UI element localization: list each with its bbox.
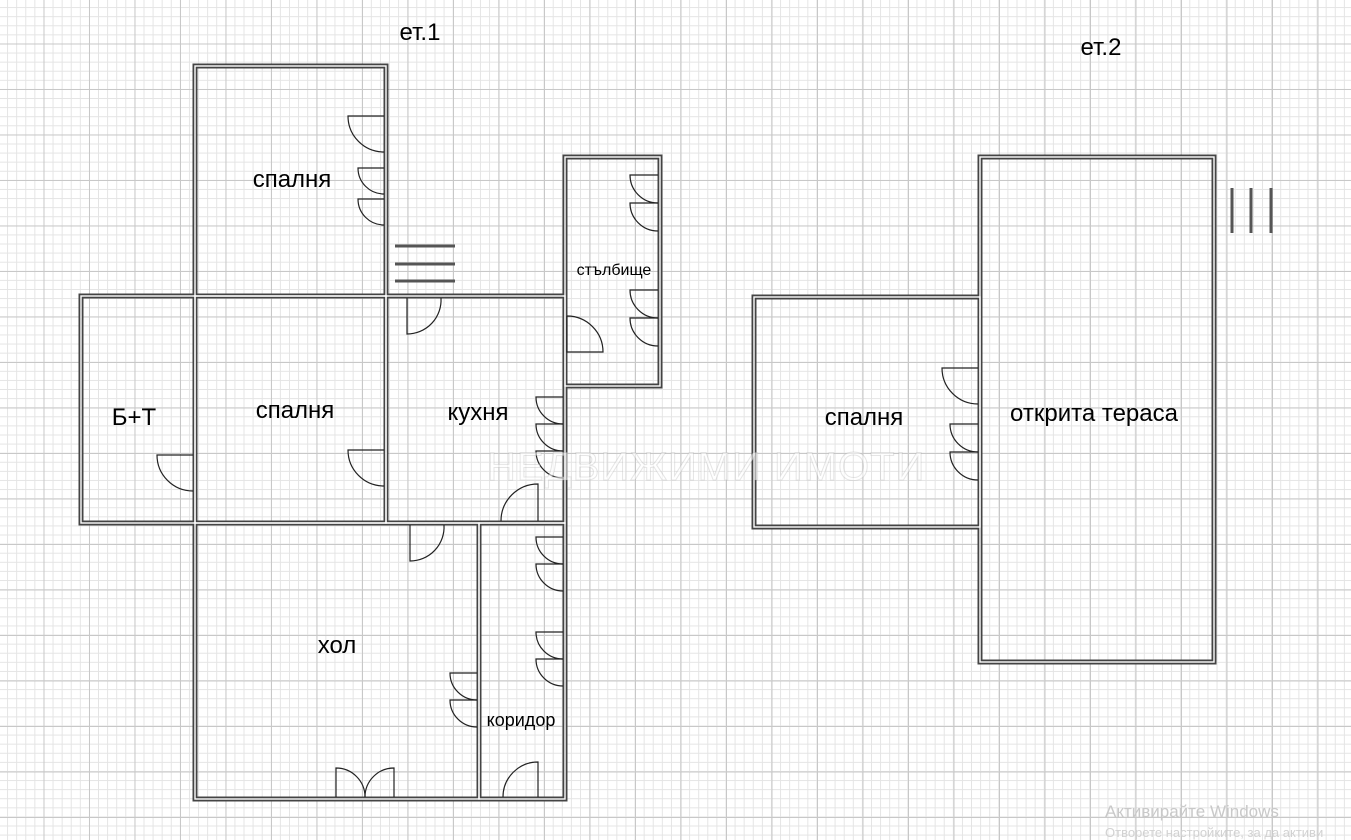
floor1-walls	[78, 63, 663, 802]
door-swing-icon	[629, 289, 659, 319]
room-label-floor2-bedroom: спалня	[824, 404, 904, 431]
door-swing-icon	[629, 202, 659, 232]
room-label-open-terrace: открита тераса	[1010, 400, 1178, 427]
door-swing-icon	[406, 297, 442, 335]
watermark: НЕДВИЖИМИ ИМОТИ	[487, 445, 926, 490]
door-swing-icon	[949, 423, 979, 453]
door-swing-icon	[629, 317, 659, 347]
door-swing-icon	[449, 672, 478, 701]
room-label-bedroom-top: спалня	[252, 166, 332, 193]
floor2-walls	[751, 154, 1217, 665]
door-swing-icon	[364, 767, 395, 798]
door-swing-icon	[347, 115, 385, 153]
door-swing-icon	[535, 563, 564, 592]
room-label-corridor: коридор	[486, 710, 556, 730]
room-label-living-room: хол	[317, 632, 357, 659]
room-label-kitchen: кухня	[447, 399, 509, 426]
door-swing-icon	[629, 174, 659, 204]
door-swing-icon	[535, 536, 564, 565]
door-swing-icon	[941, 367, 979, 405]
floor1-label: ет.1	[399, 19, 441, 46]
windows-activation-notice: Активирайте Windows	[1105, 802, 1279, 821]
door-swing-icon	[156, 454, 194, 492]
stairs-floor2	[1230, 188, 1273, 233]
door-swing-icon	[566, 315, 604, 353]
door-swing-icon	[347, 449, 385, 487]
windows-activation-subtext: Отворете настройките, за да активи	[1105, 825, 1324, 840]
door-swing-icon	[502, 761, 539, 798]
door-swing-icon	[535, 658, 564, 687]
door-swing-icon	[357, 167, 385, 195]
room-label-bedroom-middle: спалня	[255, 397, 335, 424]
door-swing-icon	[357, 198, 385, 226]
doors	[156, 115, 979, 798]
door-swing-icon	[500, 483, 539, 522]
door-swing-icon	[535, 631, 564, 660]
floor2-label: ет.2	[1080, 34, 1122, 61]
door-swing-icon	[449, 699, 478, 728]
room-label-staircase: стълбище	[576, 262, 652, 279]
stairs-floor1	[395, 244, 455, 283]
door-swing-icon	[335, 767, 366, 798]
door-swing-icon	[949, 451, 979, 481]
door-swing-icon	[535, 450, 564, 479]
wall-living-room	[192, 520, 482, 802]
room-label-bath-wc: Б+Т	[111, 404, 157, 431]
door-swing-icon	[535, 396, 564, 425]
door-swing-icon	[409, 524, 445, 562]
